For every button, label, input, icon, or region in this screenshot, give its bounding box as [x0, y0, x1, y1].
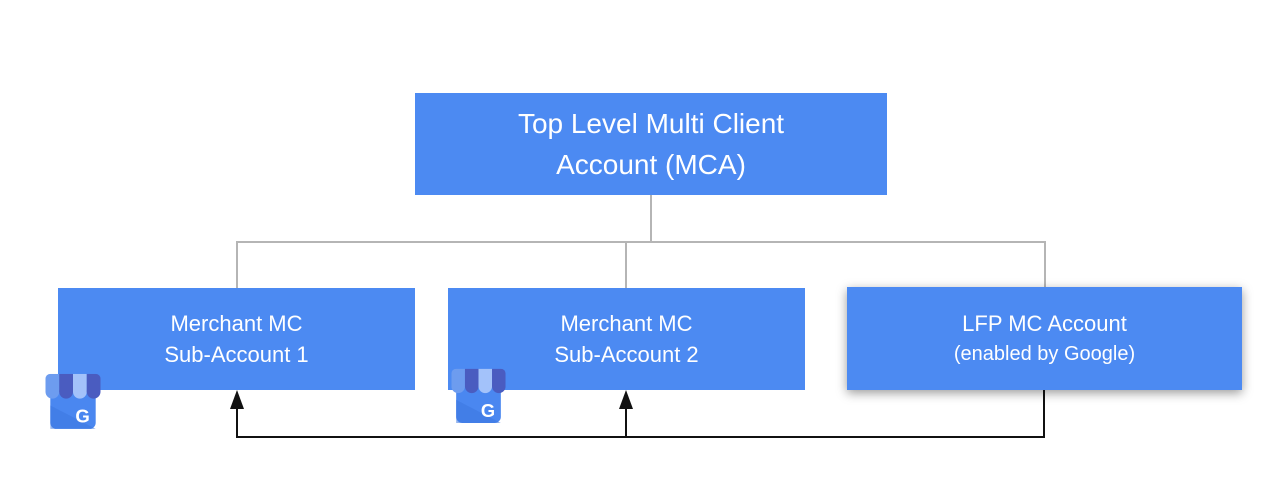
arrowhead-into-sub1 — [230, 390, 244, 409]
node-top-level-mca: Top Level Multi Client Account (MCA) — [415, 93, 887, 195]
node-merchant-sub-account-2: Merchant MC Sub-Account 2 — [448, 288, 805, 390]
tree-connector-root-stem — [650, 195, 652, 242]
google-business-profile-icon: G — [446, 362, 511, 427]
arrow-line-lfp-down — [1043, 390, 1045, 438]
node-label-line: Account (MCA) — [556, 149, 746, 180]
arrow-line-up-sub2 — [625, 406, 627, 436]
node-label-line: Sub-Account 1 — [164, 342, 309, 367]
tree-connector-drop-sub2 — [625, 241, 627, 288]
node-merchant-sub-account-1: Merchant MC Sub-Account 1 — [58, 288, 415, 390]
tree-connector-drop-sub1 — [236, 241, 238, 288]
node-label-line: Sub-Account 2 — [554, 342, 699, 367]
node-label-line: Merchant MC — [170, 311, 303, 336]
node-label-line: (enabled by Google) — [953, 342, 1136, 365]
node-label-line: LFP MC Account — [962, 310, 1127, 336]
tree-connector-drop-lfp — [1044, 241, 1046, 287]
node-label-line: Top Level Multi Client — [517, 108, 785, 139]
node-label-line: Merchant MC — [560, 311, 693, 336]
icon-letter-g: G — [75, 406, 89, 427]
google-business-profile-icon: G — [40, 367, 106, 433]
node-lfp-mc-account: LFP MC Account (enabled by Google) — [847, 287, 1242, 390]
arrowhead-into-sub2 — [619, 390, 633, 409]
icon-letter-g: G — [481, 400, 495, 421]
arrow-line-horizontal — [236, 436, 1045, 438]
arrow-line-up-sub1 — [236, 406, 238, 436]
tree-connector-horizontal — [236, 241, 1046, 243]
